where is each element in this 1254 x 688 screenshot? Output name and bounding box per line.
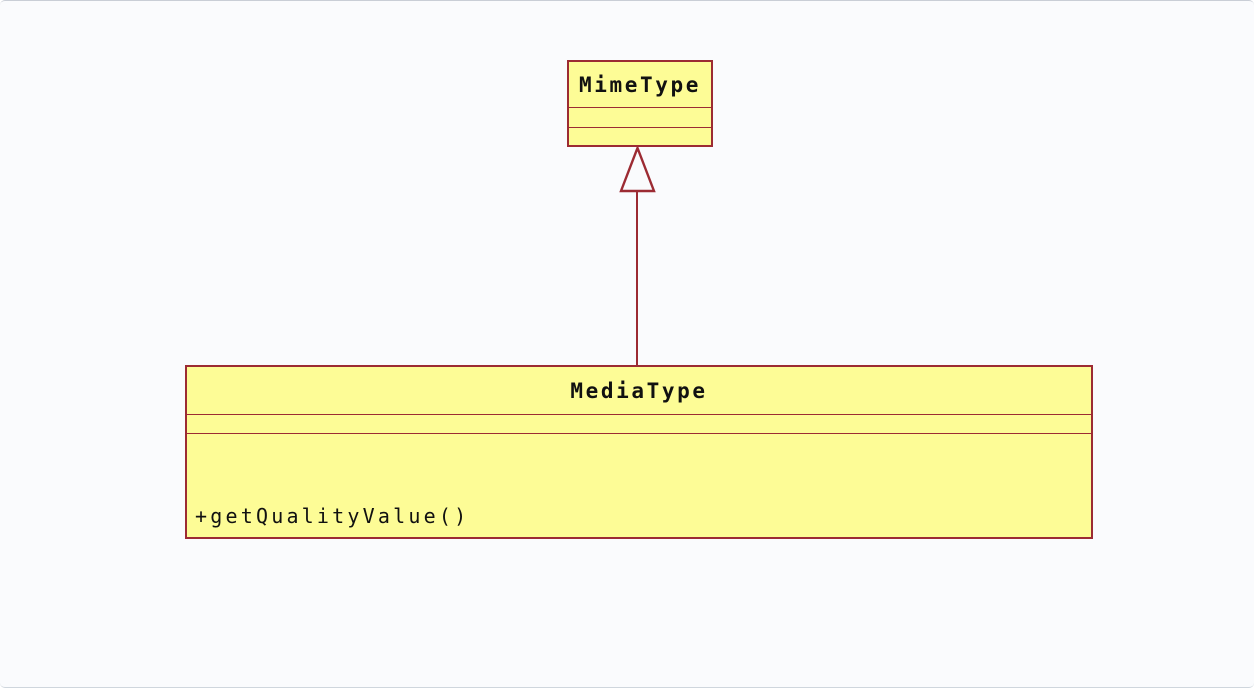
methods-compartment-mimetype: [569, 128, 711, 145]
attributes-compartment-mediatype: [187, 415, 1091, 434]
methods-compartment-mediatype: +getQualityValue() +parseMediaType(media…: [187, 434, 1091, 535]
generalization-line: [636, 190, 638, 366]
class-box-mediatype: MediaType +getQualityValue() +parseMedia…: [185, 365, 1093, 539]
class-name-mimetype: MimeType: [569, 62, 711, 108]
class-box-mimetype: MimeType: [567, 60, 713, 147]
generalization-arrowhead: [619, 146, 656, 193]
attributes-compartment-mimetype: [569, 108, 711, 128]
method-item: +getQualityValue(): [195, 504, 470, 528]
class-name-mediatype: MediaType: [187, 367, 1091, 415]
